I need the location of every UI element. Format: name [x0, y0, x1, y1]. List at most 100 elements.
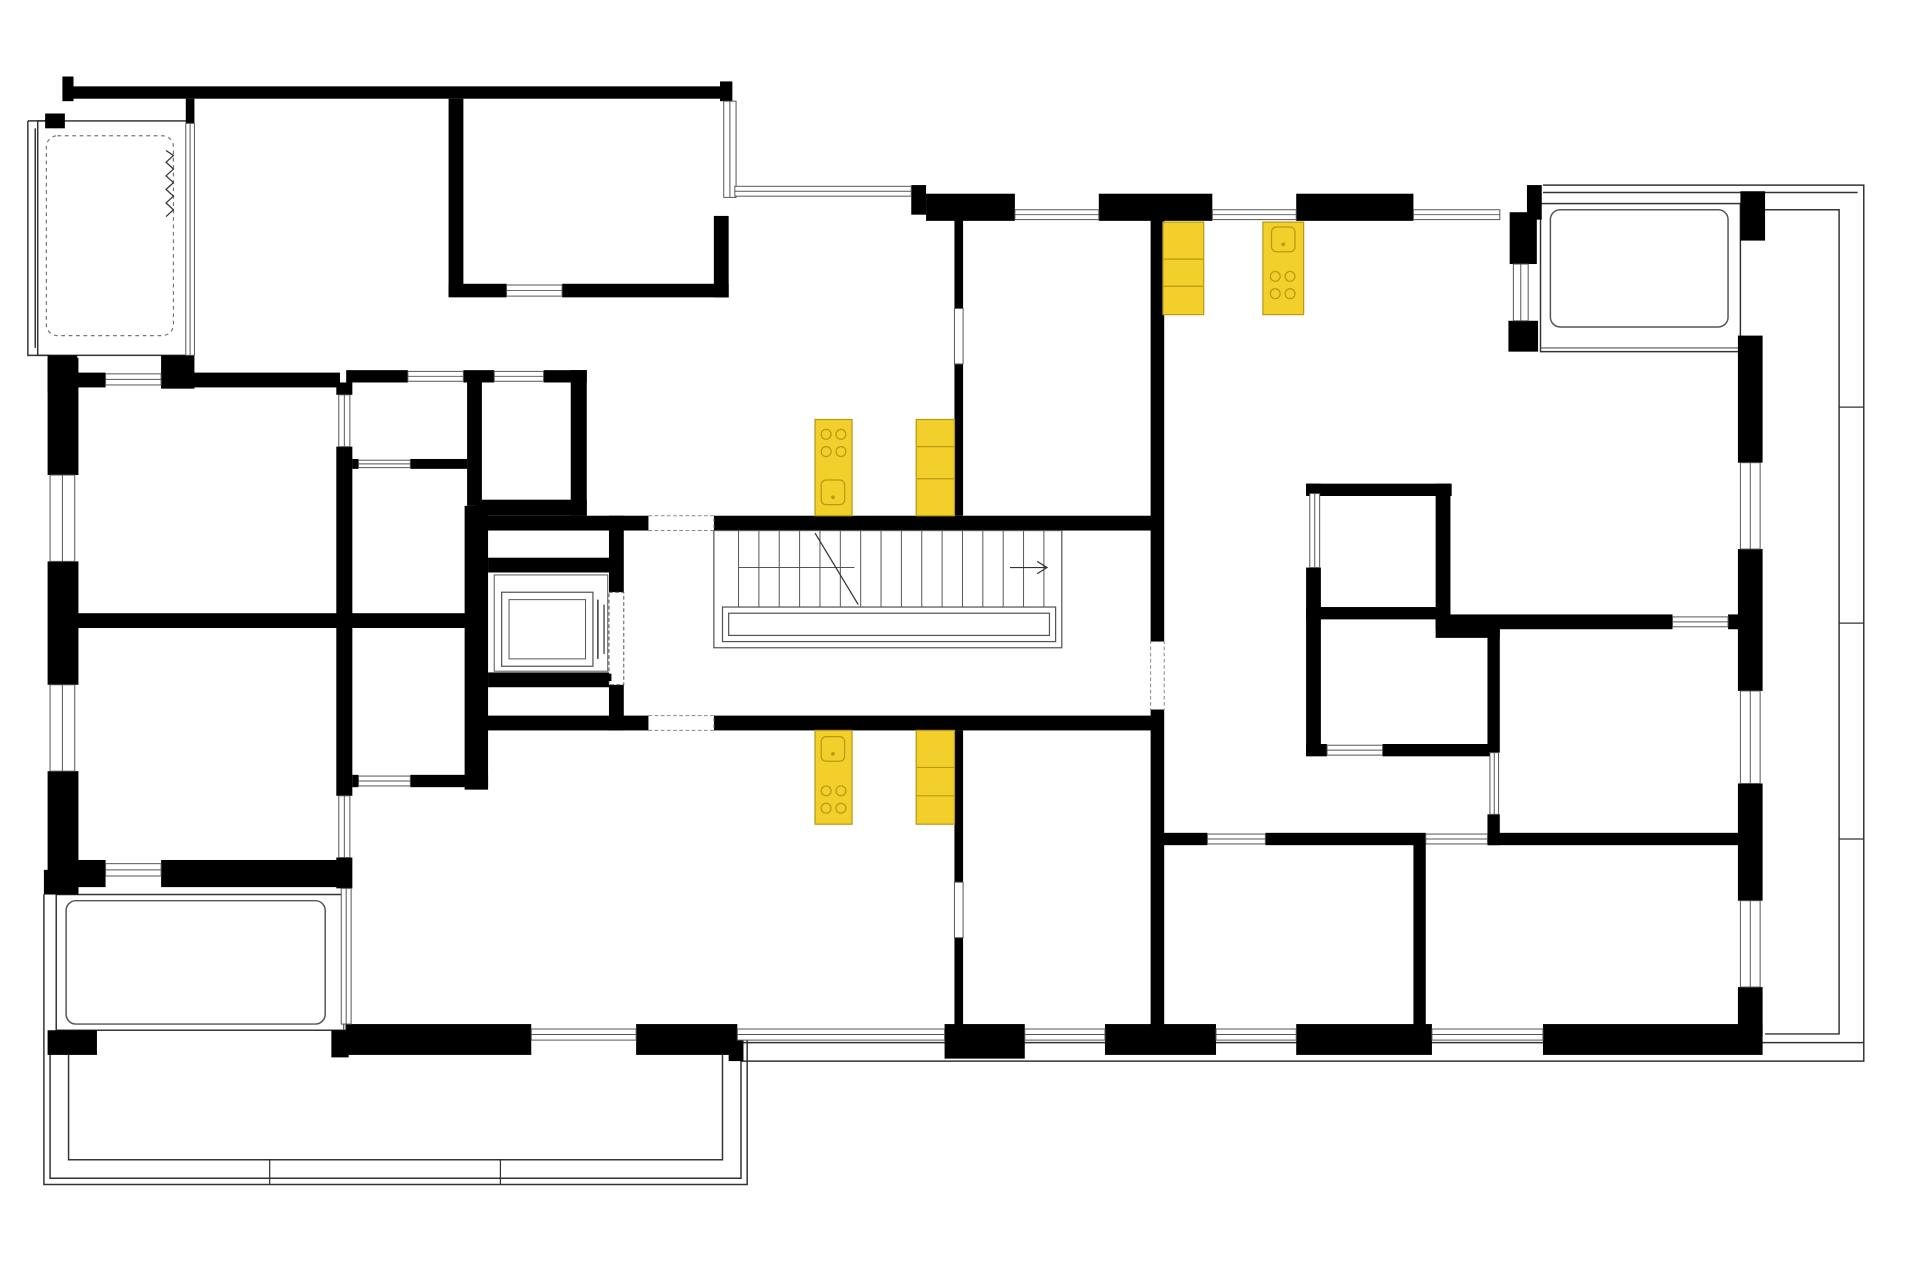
window-east-h-2: [1326, 744, 1384, 756]
wall-south-5: [1296, 1024, 1432, 1055]
wall-interior-1a: [77, 372, 106, 388]
window-north-1: [1014, 209, 1100, 221]
sink-drain-icon: [831, 495, 835, 500]
hob-icon: [820, 785, 832, 797]
window-interior-5a: [407, 370, 464, 382]
wall-east-h-1c: [1435, 623, 1500, 638]
wall-central-2b: [1150, 709, 1165, 1031]
wall-east-h-3a: [1154, 832, 1208, 846]
pillar-north-2: [1526, 185, 1542, 220]
wall-central-1c: [954, 730, 964, 883]
wall-central-1a: [954, 219, 964, 309]
wall-interior-7: [475, 499, 587, 516]
kitchen-1: [814, 418, 853, 517]
wall-interior-4a: [77, 859, 106, 888]
stair-cut-line: [814, 532, 859, 605]
terrace-east-inner: [1765, 209, 1840, 1035]
wall-north-corner-west: [62, 76, 74, 102]
balcony-northwest-planter: [45, 135, 175, 337]
wall-core-east-a: [608, 515, 624, 593]
window-north-2: [1211, 209, 1297, 221]
wall-east-room-bottom: [1306, 607, 1451, 620]
opening-stair-north: [647, 515, 715, 532]
wall-interior-1b: [161, 372, 341, 388]
window-south-3: [1215, 1028, 1297, 1041]
window-east-1: [1739, 462, 1761, 550]
kitchen-2: [915, 418, 956, 517]
balconies: [36, 120, 1742, 1031]
wall-core-east-b: [608, 684, 624, 731]
sink-icon: [820, 735, 846, 762]
window-northwest-1: [105, 373, 162, 386]
wall-east-room-left-a: [1306, 483, 1321, 494]
wall-northwest-mullion: [185, 98, 195, 124]
pillar-south-2: [728, 1036, 744, 1062]
balcony-northeast-frame: [1539, 202, 1742, 353]
curtain-icon: [165, 150, 175, 217]
hob-icon: [835, 446, 847, 458]
pillar-north-1: [911, 185, 927, 215]
balcony-southwest-planter: [65, 899, 326, 1025]
wall-room-north-east: [713, 215, 729, 298]
pillar-southwest: [47, 1030, 97, 1055]
window-east-h-1: [1672, 616, 1729, 628]
wall-north-east-2: [1098, 193, 1213, 221]
wall-interior-11b: [410, 774, 489, 788]
hob-icon: [1269, 288, 1281, 300]
window-east-h-3a: [1206, 833, 1266, 845]
wall-east-v-1a: [1487, 623, 1500, 753]
wall-west-corner: [43, 869, 79, 895]
wall-central-1d: [954, 937, 964, 1031]
door-central-north: [953, 307, 964, 365]
pillar-north-4: [1508, 320, 1539, 352]
wall-interior-9a: [352, 458, 359, 469]
kitchen-3: [814, 729, 853, 825]
glazing-northwest: [185, 122, 195, 356]
stair-handrail-inner: [728, 612, 1051, 637]
balcony-northeast-planter: [1549, 209, 1729, 328]
wall-interior-5b: [463, 370, 495, 383]
wall-northwest-balcony-cap: [45, 113, 65, 129]
walls: [43, 76, 1766, 1062]
wall-south-6: [1542, 1024, 1763, 1055]
wall-east-h-2a: [1306, 743, 1328, 757]
wall-room-north-west: [448, 98, 464, 297]
hob-icon: [1284, 270, 1296, 282]
wall-east-h-1b: [1728, 614, 1741, 630]
pillar-north-5: [1740, 191, 1766, 241]
stair-handrail-outer: [721, 606, 1057, 643]
kitchens: [814, 221, 1305, 825]
door-opening: [953, 307, 964, 365]
hob-icon: [1269, 270, 1281, 282]
elevator-shaft: [493, 574, 609, 672]
staircase: [713, 529, 1063, 649]
wall-east-room-left-b: [1306, 567, 1321, 756]
door-opening: [953, 881, 964, 939]
window-west-1: [49, 474, 76, 562]
terrace-southwest-inner-2: [49, 1033, 742, 1180]
window-interior-west-1: [338, 394, 351, 448]
glazing-north: [734, 185, 912, 197]
glazing-balcony-northeast: [1512, 263, 1529, 322]
hob-icon: [835, 428, 847, 440]
wall-east-h-2b: [1382, 743, 1497, 757]
glazing-balcony-southwest: [340, 887, 352, 1025]
stair-outline: [713, 529, 1063, 649]
window-room-north: [506, 284, 563, 297]
hob-icon: [820, 446, 832, 458]
window-south-1: [530, 1028, 637, 1041]
hob-icon: [1284, 288, 1296, 300]
wall-west-1: [47, 357, 79, 476]
window-interior-5b: [493, 370, 545, 382]
door-stair-east: [1150, 641, 1165, 710]
wall-interior-5a: [346, 370, 408, 383]
wall-north-corner-east: [720, 81, 733, 102]
terrace-southwest-outer: [43, 894, 748, 1186]
wall-central-2a: [1150, 219, 1165, 642]
wall-core-mid-2: [488, 672, 612, 688]
wall-north-east-1: [926, 193, 1015, 221]
window-east-3: [1739, 900, 1761, 988]
wall-core-mid-1: [488, 557, 612, 573]
sink-drain-icon: [831, 752, 835, 756]
